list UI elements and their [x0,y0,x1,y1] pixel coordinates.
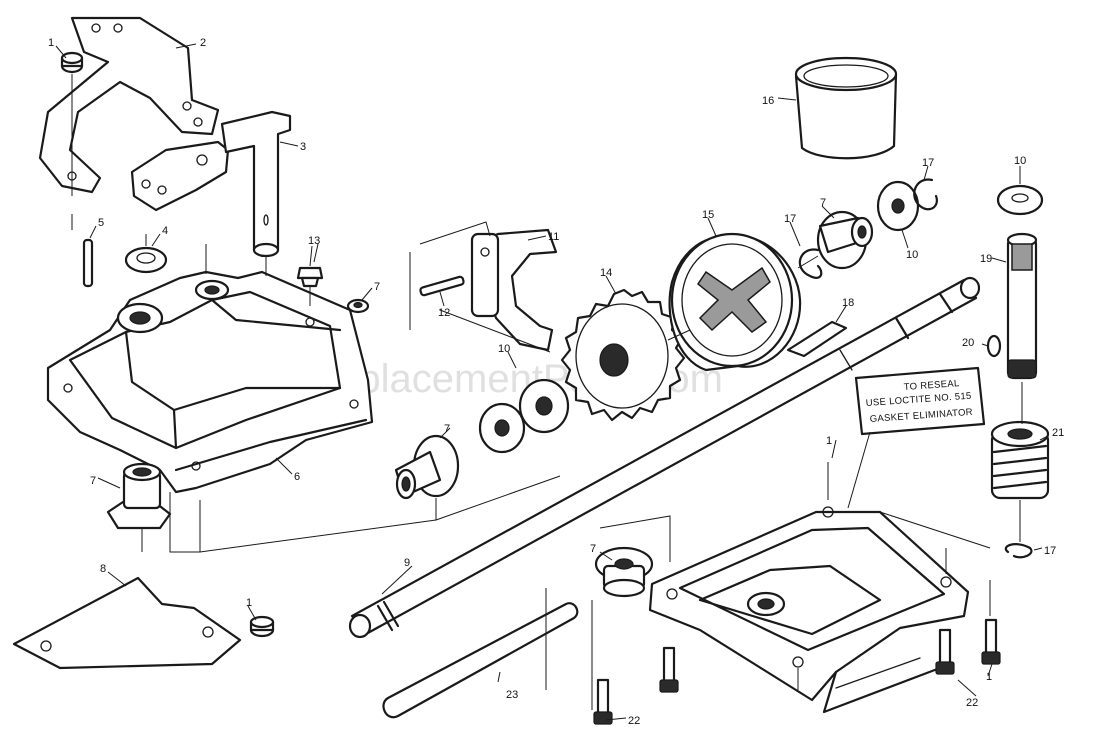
callout-21: 21 [1052,427,1064,439]
callout-17-c: 17 [1044,545,1056,557]
callout-10-c: 10 [1014,155,1026,167]
callout-labels: 1 2 3 4 5 6 7 7 7 7 7 8 9 10 10 10 11 12… [48,37,1064,727]
part-13-plug [296,266,324,288]
callout-7-b: 7 [374,281,380,293]
part-12-pin [419,275,465,297]
callout-22-a: 22 [628,715,640,727]
callout-7-a: 7 [90,475,96,487]
callout-17-b: 17 [784,213,796,225]
part-7-bushing-small [346,298,370,314]
callout-16: 16 [762,95,774,107]
part-11-shift-fork [470,228,558,352]
callout-1-d: 1 [986,671,992,683]
callout-14: 14 [600,267,612,279]
part-14-gear [560,288,686,422]
callout-17-a: 17 [922,157,934,169]
part-17-clip-a [798,248,823,279]
part-17-clip-c [1004,543,1033,559]
callout-8: 8 [100,563,106,575]
part-1-nut [60,51,84,74]
part-7-flange-upper [816,210,874,270]
part-7-flange-bearing [394,434,460,500]
callout-10-b: 10 [906,249,918,261]
callout-1-c: 1 [826,435,832,447]
part-5-pin [82,238,94,288]
callout-5: 5 [98,217,104,229]
part-9-shaft [348,276,981,639]
callout-1-b: 1 [246,597,252,609]
callout-6: 6 [294,471,300,483]
callout-15: 15 [702,209,714,221]
callout-7-c: 7 [444,423,450,435]
part-16-sleeve [794,56,898,160]
part-22-screw-a [593,678,613,725]
part-22-screw-c [935,628,955,675]
callout-4: 4 [162,225,168,237]
note-line-1: TO RESEAL [903,378,959,393]
part-4-seal [124,246,168,274]
callout-22-b: 22 [966,697,978,709]
callout-13: 13 [308,235,320,247]
callout-19: 19 [980,253,992,265]
callout-12: 12 [438,307,450,319]
callout-3: 3 [300,141,306,153]
part-8-plate [12,576,242,670]
part-22-screw-d [981,618,1001,665]
part-3-lever [130,110,292,258]
part-1-nut-lower [249,615,275,638]
part-10-washer-a [478,402,526,454]
part-18-key [786,320,848,358]
callout-20: 20 [962,337,974,349]
callout-18: 18 [842,297,854,309]
part-7-bushing-left [106,462,172,530]
assembly-lines [71,74,1023,710]
leader-lines [55,43,1049,721]
part-10-washer-b [518,378,570,434]
part-7-bushing-lower [594,546,654,598]
callout-7-d: 7 [820,197,826,209]
part-20-key [986,334,1002,358]
callout-1-a: 1 [48,37,54,49]
part-22-screw-b [659,646,679,693]
callout-7-e: 7 [590,543,596,555]
callout-9: 9 [404,557,410,569]
part-21-worm-gear [990,420,1050,500]
callout-11: 11 [548,231,559,243]
part-lower-housing [648,506,970,714]
callout-2: 2 [200,37,206,49]
part-2-bracket [38,16,220,194]
reseal-note: TO RESEAL USE LOCTITE NO. 515 GASKET ELI… [854,366,986,436]
part-17-clip-b [913,178,938,211]
callout-10-a: 10 [498,343,510,355]
part-6-upper-housing [46,270,374,494]
part-10-washer-c [876,180,920,232]
callout-23: 23 [506,689,518,701]
part-19-worm-shaft [1006,232,1038,380]
part-23-link [382,602,579,719]
part-10-washer-d [996,184,1044,216]
part-15-clutch-drum [668,232,802,372]
